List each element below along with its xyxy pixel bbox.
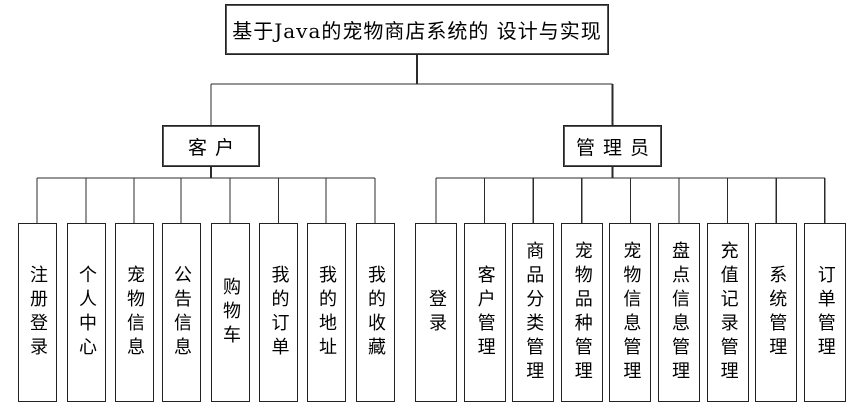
leaf-node-label: 宠物品种管理: [571, 240, 593, 385]
leaf-node-1-0: 登录: [415, 223, 457, 402]
leaf-node-1-4: 宠物信息管理: [609, 223, 652, 402]
root-node-title: 基于Java的宠物商店系统的 设计与实现: [225, 4, 609, 55]
leaf-node-label: 盘点信息管理: [669, 240, 690, 385]
leaf-node-label: 订单管理: [814, 264, 836, 361]
leaf-node-label: 我的收藏: [365, 264, 386, 361]
leaf-node-0-6: 我的地址: [306, 223, 346, 402]
leaf-node-label: 登录: [426, 288, 447, 337]
leaf-node-0-2: 宠物信息: [114, 223, 154, 402]
leaf-node-0-7: 我的收藏: [355, 223, 395, 402]
leaf-node-0-0: 注册登录: [17, 223, 57, 402]
leaf-node-1-5: 盘点信息管理: [658, 223, 700, 402]
leaf-node-0-1: 个人中心: [66, 223, 106, 402]
leaf-node-label: 宠物信息管理: [620, 240, 642, 385]
branch-node-0: 客户: [162, 125, 260, 167]
leaf-node-label: 个人中心: [76, 264, 97, 361]
leaf-node-0-5: 我的订单: [259, 223, 298, 402]
leaf-node-1-1: 客户管理: [463, 223, 506, 402]
leaf-node-1-7: 系统管理: [755, 223, 798, 402]
leaf-node-label: 系统管理: [766, 264, 788, 361]
leaf-node-0-4: 购物车: [210, 223, 250, 402]
leaf-node-label: 充值记录管理: [717, 240, 739, 385]
leaf-node-label: 购物车: [220, 276, 241, 349]
leaf-node-label: 宠物信息: [124, 264, 145, 361]
leaf-node-1-2: 商品分类管理: [512, 223, 555, 402]
leaf-node-label: 注册登录: [27, 264, 48, 361]
leaf-node-label: 客户管理: [474, 264, 496, 361]
leaf-node-label: 我的地址: [316, 264, 337, 361]
leaf-node-label: 我的订单: [268, 264, 290, 361]
leaf-node-0-3: 公告信息: [161, 223, 201, 402]
leaf-node-1-8: 订单管理: [803, 223, 846, 402]
leaf-node-1-3: 宠物品种管理: [560, 223, 603, 402]
leaf-node-1-6: 充值记录管理: [706, 223, 749, 402]
leaf-node-label: 公告信息: [171, 264, 192, 361]
leaf-node-label: 商品分类管理: [523, 240, 545, 385]
branch-node-1: 管理员: [563, 125, 662, 167]
